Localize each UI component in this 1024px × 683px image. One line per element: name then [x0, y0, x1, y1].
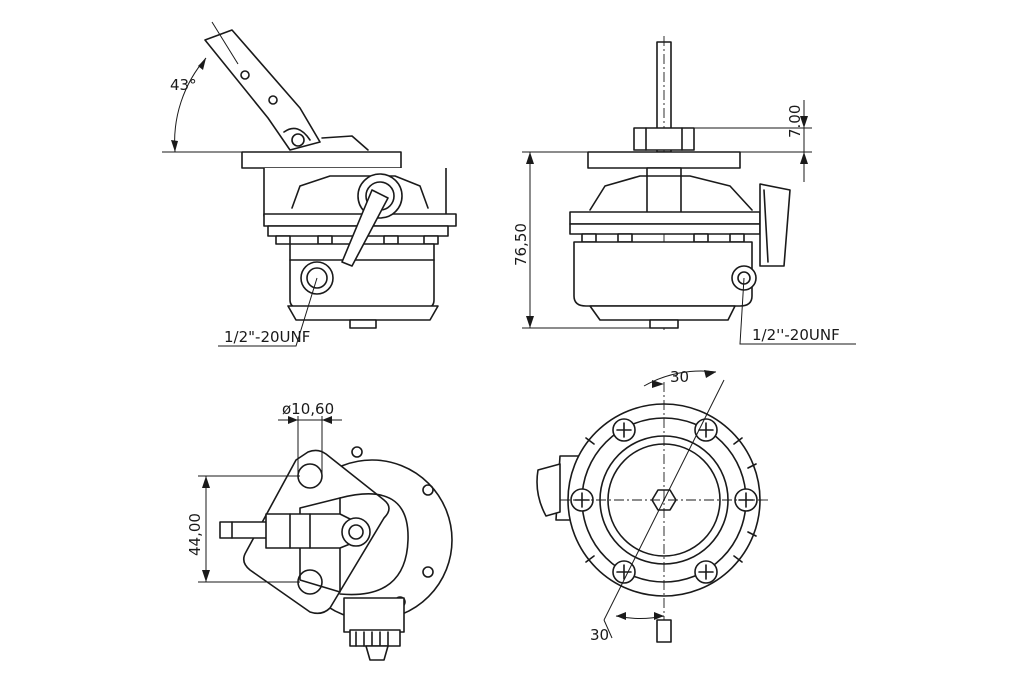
mounting-flange [587, 151, 741, 169]
side-view-front: 76,50 7.00 1/2''-20UNF [512, 36, 856, 345]
width-44-label: 44,00 [186, 513, 204, 556]
angle-30-bottom-label: 30 [590, 626, 609, 644]
angle-30-top-label: 30 [670, 368, 689, 386]
lever-arm [204, 29, 321, 151]
mount-hole-top [297, 463, 323, 489]
angle-43-label: 43° [170, 76, 197, 94]
offset-7-label: 7.00 [786, 105, 804, 138]
top-view: 30 30 [536, 368, 770, 644]
lever-spring [321, 135, 369, 151]
lever-pivot [283, 127, 311, 141]
clamp-ring [569, 211, 761, 225]
side-bracket [536, 463, 561, 517]
fitting-block [343, 597, 405, 633]
thread-label-right: 1/2''-20UNF [752, 326, 840, 344]
screws [570, 418, 758, 584]
mounting-flange [241, 151, 402, 169]
side-view-lever: 43° 1/2"-20UNF [162, 21, 457, 347]
lever-hole [268, 95, 278, 105]
mount-hole-bottom [297, 569, 323, 595]
bottom-view: ø10,60 44,00 [186, 400, 453, 661]
inlet-fitting [341, 517, 371, 547]
thread-label-left: 1/2"-20UNF [224, 328, 310, 346]
inlet-tube [341, 189, 389, 267]
lever-hole [240, 70, 250, 80]
lower-bowl [573, 241, 753, 307]
diameter-label: ø10,60 [282, 400, 334, 418]
lever-pivot-pin [291, 133, 305, 147]
height-76-label: 76,50 [512, 223, 530, 266]
lever-rod [219, 521, 271, 539]
